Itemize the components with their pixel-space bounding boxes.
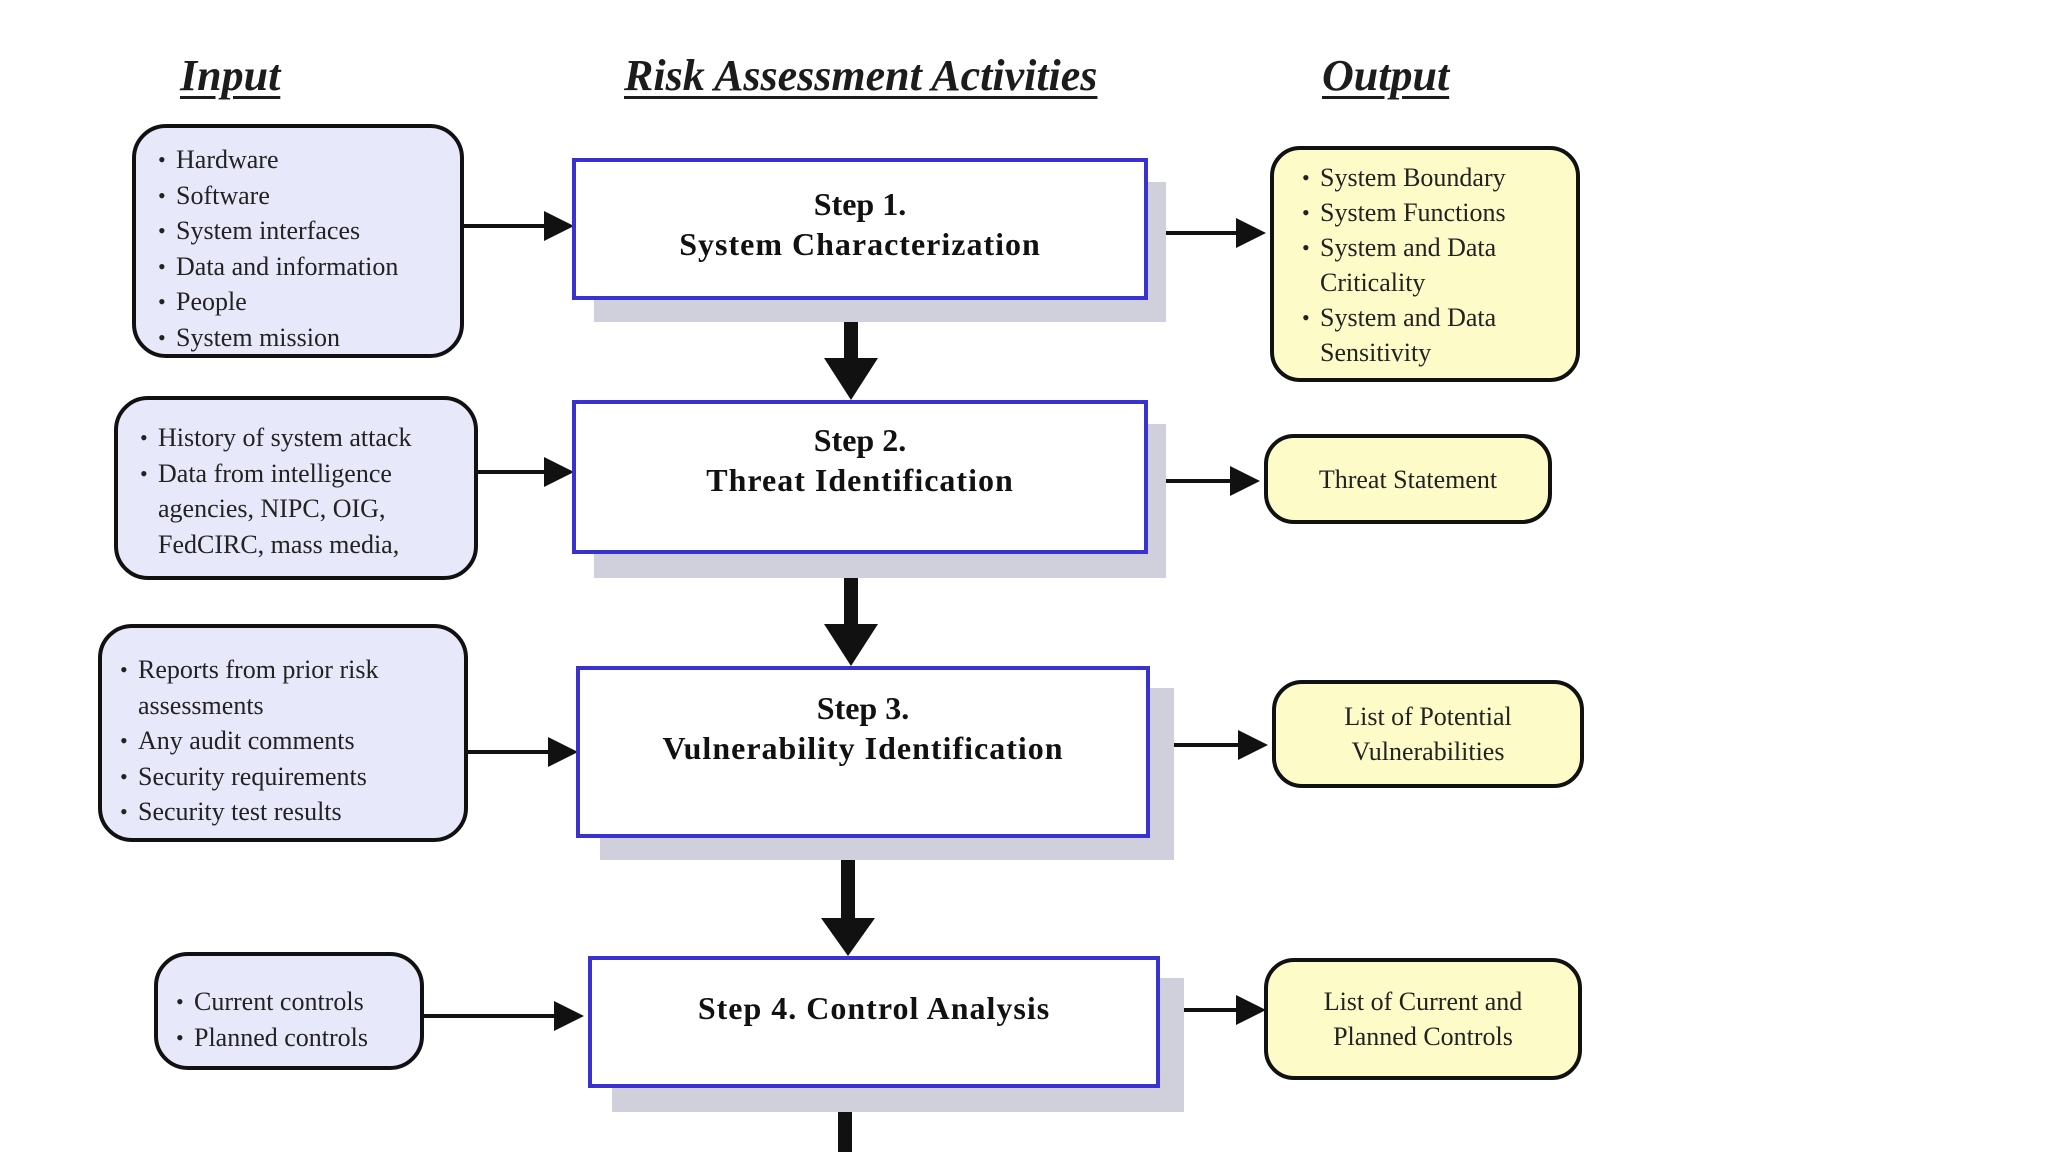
output-1-item: System Functions <box>1302 195 1568 230</box>
input-column-heading: Input <box>180 51 281 100</box>
arrowhead-input-2 <box>544 457 574 487</box>
arrowhead-output-1 <box>1236 218 1266 248</box>
output-1-item: System and Data Sensitivity <box>1302 300 1568 370</box>
output-box-1: System Boundary System Functions System … <box>1270 146 1580 382</box>
input-1-item: System mission <box>158 320 452 356</box>
step-4-title: Step 4. Control Analysis <box>697 990 1051 1026</box>
activities-column-heading: Risk Assessment Activities <box>624 51 1098 100</box>
output-2-text: Threat Statement <box>1318 464 1498 494</box>
input-2-item: History of system attack <box>140 420 464 456</box>
input-4-item: Planned controls <box>176 1020 412 1056</box>
input-box-2: History of system attack Data from intel… <box>114 396 478 580</box>
arrowhead-down-1 <box>824 358 878 400</box>
arrowhead-output-4 <box>1236 995 1266 1025</box>
step-1-title: System Characterization <box>679 226 1041 262</box>
step-3-number: Step 3. <box>816 690 910 726</box>
arrowhead-down-3 <box>821 918 875 956</box>
input-box-1: Hardware Software System interfaces Data… <box>132 124 464 358</box>
output-1-item: System Boundary <box>1302 160 1568 195</box>
output-4-text: List of Current and Planned Controls <box>1323 987 1523 1051</box>
output-column-heading: Output <box>1322 51 1450 100</box>
arrowhead-output-3 <box>1238 730 1268 760</box>
step-2-title: Threat Identification <box>706 462 1014 498</box>
arrowhead-down-2 <box>824 624 878 666</box>
arrowhead-input-1 <box>544 211 574 241</box>
input-1-item: Software <box>158 178 452 214</box>
input-1-item: People <box>158 284 452 320</box>
input-2-item: Data from intelligence agencies, NIPC, O… <box>140 456 464 563</box>
input-box-3: Reports from prior risk assessments Any … <box>98 624 468 842</box>
output-box-2: Threat Statement <box>1264 434 1552 524</box>
arrowhead-output-2 <box>1230 466 1260 496</box>
output-1-item: System and Data Criticality <box>1302 230 1568 300</box>
input-3-item: Security test results <box>120 794 454 830</box>
step-3-box: Step 3. Vulnerability Identification <box>576 666 1150 838</box>
arrowhead-input-3 <box>548 737 578 767</box>
input-3-item: Security requirements <box>120 759 454 795</box>
input-1-item: Data and information <box>158 249 452 285</box>
step-2-box: Step 2. Threat Identification <box>572 400 1148 554</box>
output-box-3: List of Potential Vulnerabilities <box>1272 680 1584 788</box>
step-1-box: Step 1. System Characterization <box>572 158 1148 300</box>
input-4-item: Current controls <box>176 984 412 1020</box>
step-1-number: Step 1. <box>813 186 907 222</box>
input-box-4: Current controls Planned controls <box>154 952 424 1070</box>
arrowhead-input-4 <box>554 1001 584 1031</box>
step-3-title: Vulnerability Identification <box>662 730 1064 766</box>
step-2-number: Step 2. <box>813 422 907 458</box>
input-1-item: Hardware <box>158 142 452 178</box>
input-3-item: Any audit comments <box>120 723 454 759</box>
input-3-item: Reports from prior risk assessments <box>120 652 454 723</box>
input-1-item: System interfaces <box>158 213 452 249</box>
output-3-text: List of Potential Vulnerabilities <box>1344 702 1512 766</box>
output-box-4: List of Current and Planned Controls <box>1264 958 1582 1080</box>
step-4-box: Step 4. Control Analysis <box>588 956 1160 1088</box>
